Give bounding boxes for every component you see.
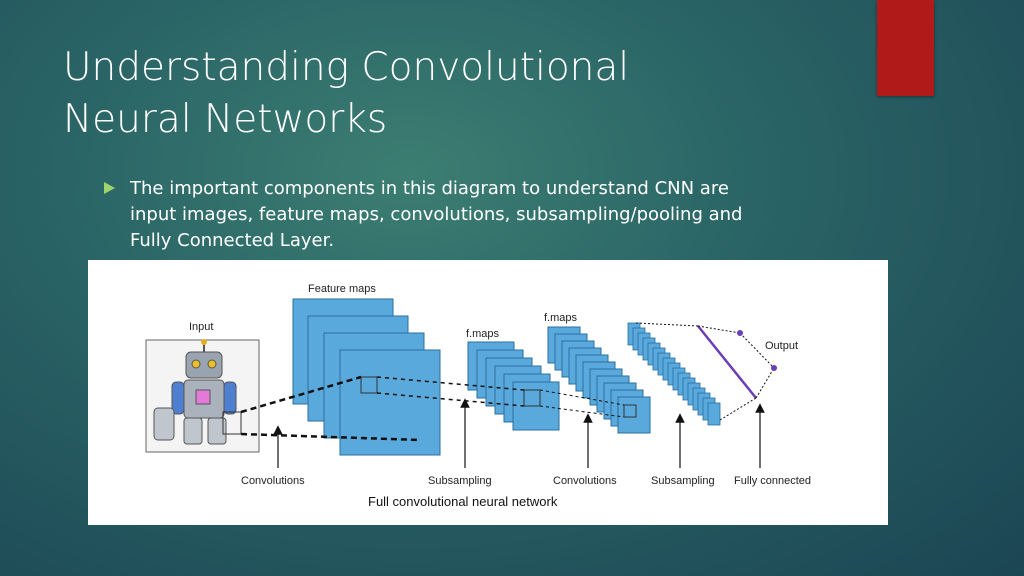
label-subsampling-2: Subsampling (651, 475, 715, 487)
fmaps-deep-stack (547, 326, 651, 434)
bullet-line-2: input images, feature maps, convolutions… (130, 204, 743, 225)
label-fmaps-deep: f.maps (544, 312, 578, 324)
robot-icon (153, 339, 237, 445)
stage-arrows (273, 398, 765, 468)
input-image (145, 339, 260, 453)
cnn-diagram: Input Feature maps f.maps f.maps Output … (88, 260, 888, 525)
accent-bar (877, 0, 934, 96)
title-line-2: Neural Networks (63, 97, 388, 142)
fmaps-small-stack (467, 341, 560, 431)
subsample1-lines (376, 376, 525, 407)
conv1-lines (240, 375, 421, 442)
cnn-diagram-svg: Input Feature maps f.maps f.maps Output … (145, 283, 811, 509)
bullet-arrow-icon (104, 182, 115, 194)
diagram-caption: Full convolutional neural network (368, 494, 558, 509)
label-input: Input (189, 321, 213, 333)
label-fully-connected: Fully connected (734, 475, 811, 487)
slide-title: Understanding Convolutional Neural Netwo… (63, 42, 823, 146)
title-line-1: Understanding Convolutional (63, 45, 630, 90)
label-convolutions-1: Convolutions (241, 475, 305, 487)
bullet-line-3: Fully Connected Layer. (130, 230, 335, 251)
label-output: Output (765, 340, 798, 352)
label-fmaps-small: f.maps (466, 328, 500, 340)
label-convolutions-2: Convolutions (553, 475, 617, 487)
feature-maps-stack (292, 298, 441, 456)
subsampled-deep-stack (627, 322, 721, 426)
conv2-lines (539, 389, 625, 418)
bullet-text: The important components in this diagram… (130, 176, 850, 254)
bullet-line-1: The important components in this diagram… (130, 178, 729, 199)
label-feature-maps: Feature maps (308, 283, 376, 295)
label-subsampling-1: Subsampling (428, 475, 492, 487)
fully-connected-layer (635, 322, 777, 421)
